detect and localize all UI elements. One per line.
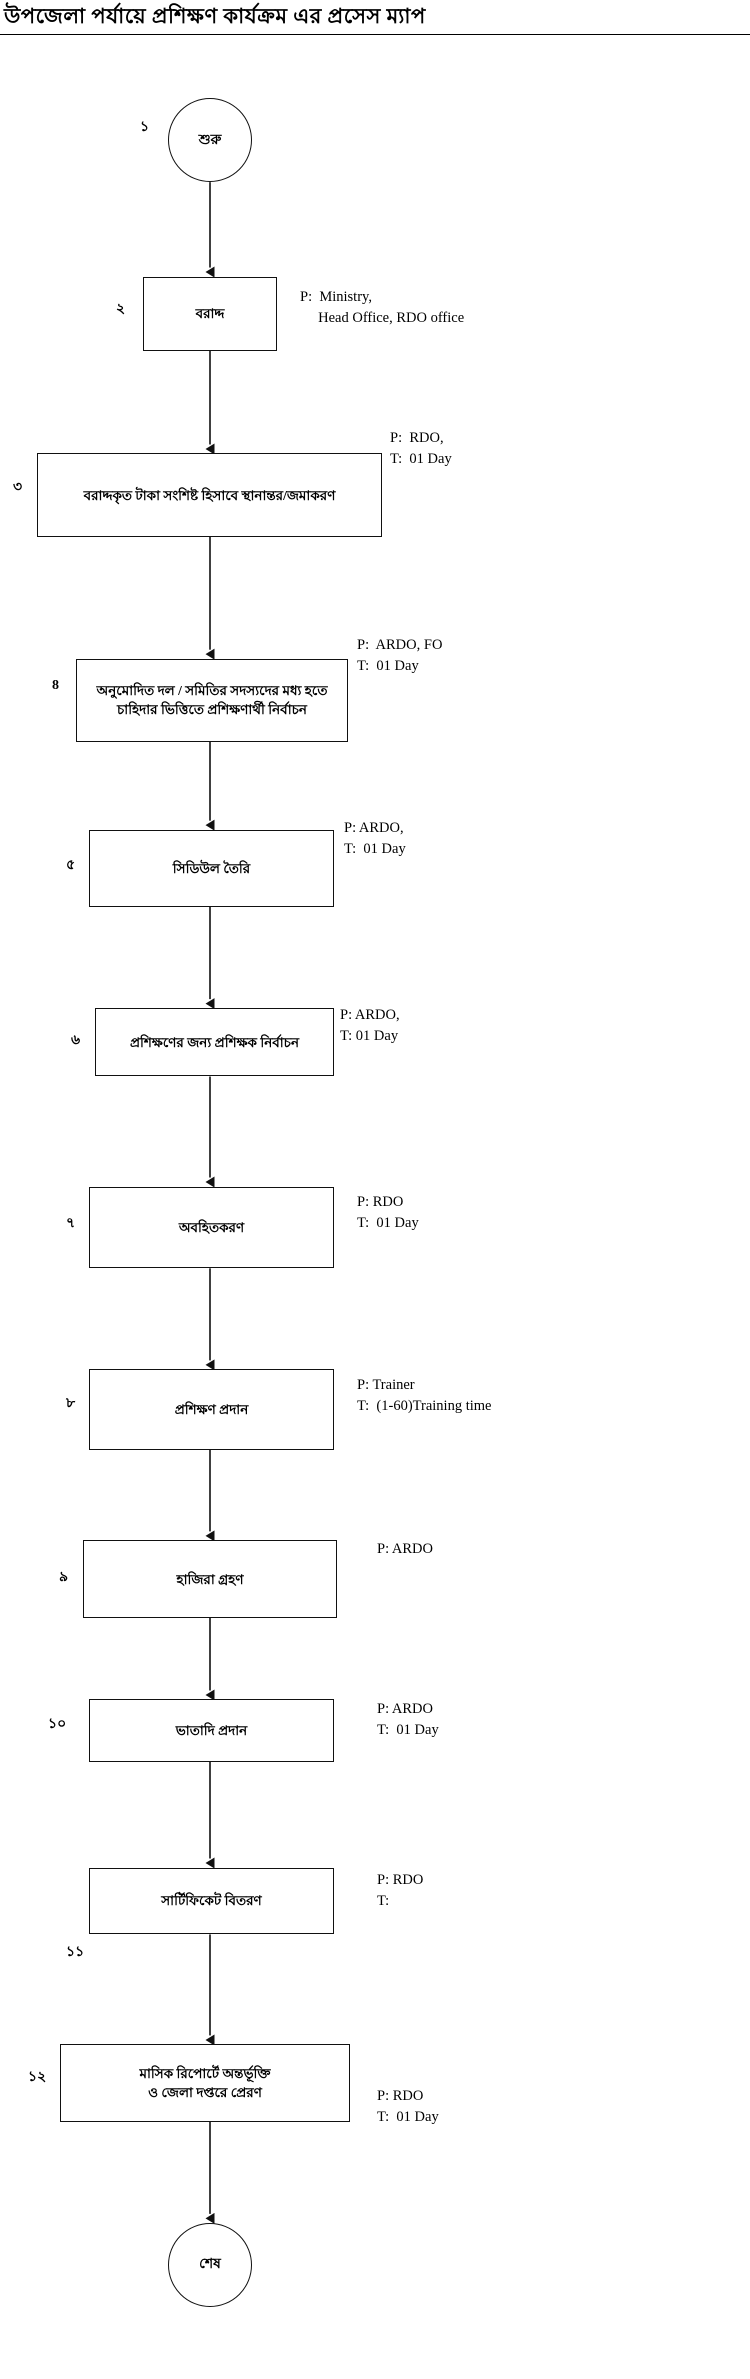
annotation-line: P: ARDO, (344, 819, 404, 836)
flow-node-annotation: P: ARDO, FO T: 01 Day (357, 635, 442, 677)
flow-node-annotation: P: Trainer T: (1-60)Training time (357, 1375, 491, 1417)
flow-node-annotation: P: Ministry, Head Office, RDO office (300, 287, 464, 329)
flow-node-annotation: P: RDO, T: 01 Day (390, 428, 452, 470)
flow-node-label: শেষ (199, 2257, 221, 2273)
flow-node-label: অনুমোদিত দল / সমিতির সদস্যদের মধ্য হতেচা… (96, 683, 328, 718)
annotation-line: T: 01 Day (357, 657, 419, 674)
flow-node-n12: মাসিক রিপোর্টে অন্তর্ভূক্তিও জেলা দপ্তরে… (60, 2044, 350, 2122)
annotation-line: P: ARDO, (340, 1007, 400, 1024)
flow-node-annotation: P: RDO T: 01 Day (377, 2086, 439, 2128)
annotation-line: P: RDO (377, 1872, 424, 1889)
flow-node-label: হাজিরা গ্রহণ (176, 1571, 244, 1587)
flow-node-n10: ভাতাদি প্রদান (89, 1699, 334, 1762)
annotation-line: T: 01 Day (377, 1722, 439, 1739)
flow-step-number: ৯ (59, 1570, 69, 1586)
annotation-line: Head Office, RDO office (300, 309, 465, 326)
page-title: উপজেলা পর্যায়ে প্রশিক্ষণ কার্যক্রম এর প… (4, 4, 426, 28)
flow-node-n11: সার্টিফিকেট বিতরণ (89, 1867, 334, 1935)
flow-node-n1: শুরু (168, 98, 252, 183)
flow-node-n4: অনুমোদিত দল / সমিতির সদস্যদের মধ্য হতেচা… (76, 658, 348, 742)
flow-node-n3: বরাদ্দকৃত টাকা সংশিষ্ট হিসাবে স্থানান্তর… (37, 453, 382, 537)
flow-node-n5: সিডিউল তৈরি (89, 829, 334, 907)
flow-node-n7: অবহিতকরণ (89, 1186, 334, 1269)
flow-node-label: অবহিতকরণ (178, 1219, 245, 1235)
flow-node-annotation: P: ARDO (377, 1539, 433, 1560)
flow-node-n6: প্রশিক্ষণের জন্য প্রশিক্ষক নির্বাচন (95, 1008, 334, 1077)
flow-step-number: ৩ (13, 480, 23, 496)
flow-node-n2: বরাদ্দ (143, 276, 277, 351)
flow-node-annotation: P: RDO T: 01 Day (357, 1192, 419, 1234)
annotation-line: P: RDO (377, 2088, 424, 2105)
annotation-line: T: 01 Day (377, 2109, 439, 2126)
flow-node-label: সার্টিফিকেট বিতরণ (161, 1893, 262, 1909)
annotation-line: P: Trainer (357, 1377, 415, 1394)
flow-step-number: ১১ (66, 1944, 85, 1960)
flow-step-number: ১০ (48, 1717, 67, 1733)
flow-node-n9: হাজিরা গ্রহণ (83, 1540, 337, 1618)
annotation-line: T: 01 Day (357, 1215, 419, 1232)
title-divider (0, 34, 750, 35)
flow-step-number: ২ (116, 301, 126, 317)
flow-step-number: ৮ (66, 1396, 76, 1412)
annotation-line: T: 01 Day (390, 451, 452, 468)
flow-node-annotation: P: ARDO, T: 01 Day (344, 818, 406, 860)
annotation-line: T: 01 Day (340, 1028, 399, 1045)
flow-step-number: ৭ (66, 1216, 76, 1232)
annotation-line: P: RDO (357, 1194, 404, 1211)
flow-node-label: সিডিউল তৈরি (172, 860, 251, 876)
annotation-line: T: (377, 1893, 390, 1910)
flow-node-annotation: P: ARDO T: 01 Day (377, 1699, 439, 1741)
annotation-line: P: ARDO (377, 1701, 434, 1718)
annotation-line: T: (1-60)Training time (357, 1398, 492, 1415)
annotation-line: P: Ministry, (300, 288, 372, 305)
flow-step-number: ৬ (71, 1033, 81, 1049)
annotation-line: P: ARDO (377, 1540, 434, 1557)
flow-node-label: প্রশিক্ষণ প্রদান (174, 1402, 249, 1418)
flow-step-number: 8 (52, 678, 59, 693)
annotation-line: P: RDO, (390, 430, 444, 447)
flow-node-label: প্রশিক্ষণের জন্য প্রশিক্ষক নির্বাচন (129, 1034, 300, 1050)
flow-step-number: ১ (140, 120, 150, 136)
flow-node-annotation: P: ARDO, T: 01 Day (340, 1005, 400, 1047)
annotation-line: T: 01 Day (344, 840, 406, 857)
flow-node-n13: শেষ (168, 2222, 252, 2307)
flow-node-label: মাসিক রিপোর্টে অন্তর্ভূক্তিও জেলা দপ্তরে… (139, 2066, 271, 2101)
flow-node-label: বরাদ্দকৃত টাকা সংশিষ্ট হিসাবে স্থানান্তর… (83, 487, 336, 503)
flow-node-n8: প্রশিক্ষণ প্রদান (89, 1369, 334, 1450)
flow-step-number: ৫ (66, 857, 76, 873)
flow-node-label: ভাতাদি প্রদান (175, 1723, 248, 1739)
annotation-line: P: ARDO, FO (357, 636, 443, 653)
flow-node-label: শুরু (198, 132, 222, 148)
flow-node-label: বরাদ্দ (195, 306, 225, 322)
flow-step-number: ১২ (28, 2069, 47, 2085)
flow-node-annotation: P: RDO T: (377, 1870, 423, 1912)
